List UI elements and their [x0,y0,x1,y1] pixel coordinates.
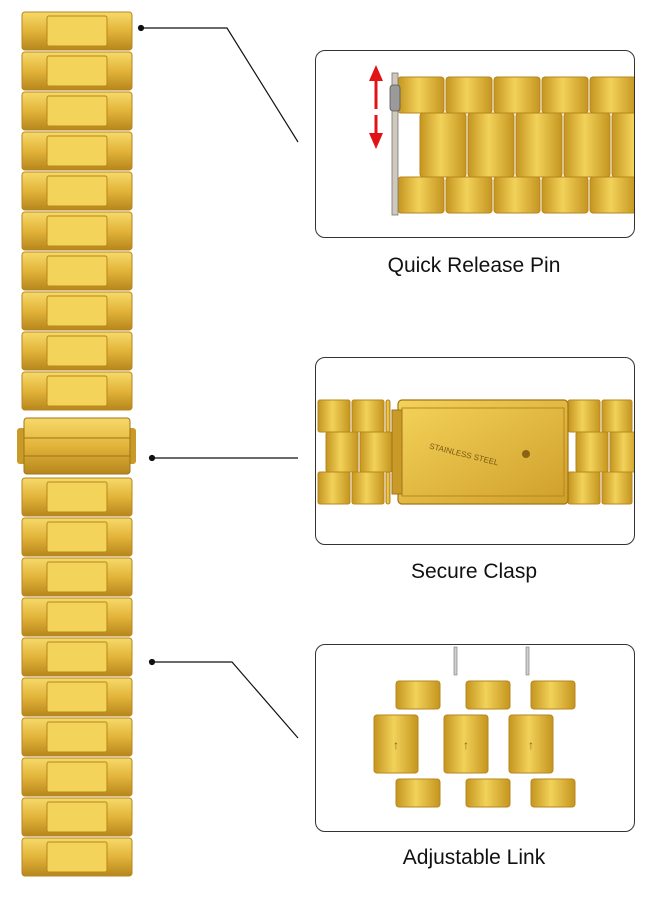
strap-center-link [46,641,108,673]
center-link [563,112,611,178]
strap-center-link [46,721,108,753]
clasp-side-link-top [567,399,601,433]
strap-center-link [46,95,108,127]
release-arrow-icon [369,65,383,149]
clasp-detail: STAINLESS STEEL [317,399,634,505]
strap-center-link [46,521,108,553]
strap-center-link [46,215,108,247]
caption-secure-clasp: Secure Clasp [410,560,538,583]
strap-center-link [46,135,108,167]
adjustable-link-panel: ↑ ↑ ↑ [315,644,635,832]
link-arrow-icon: ↑ [528,738,534,752]
clasp-side-link-top [351,399,385,433]
link-top-piece [530,680,576,710]
link-bottom-piece [530,778,576,808]
link-bottom-piece [465,778,511,808]
outer-link-bottom [493,176,541,214]
adjustable-link-detail: ↑ ↑ ↑ [373,646,576,808]
link-pin-icon [525,646,530,676]
strap-center-link [46,561,108,593]
outer-link-bottom [541,176,589,214]
clasp-side-link-center [325,431,359,473]
caption-quick-release-pin: Quick Release Pin [387,254,561,277]
center-link [467,112,515,178]
clasp-side-link-center [359,431,393,473]
outer-link-bottom [589,176,634,214]
strap-center-link [46,601,108,633]
outer-link-bottom [445,176,493,214]
outer-link-top [589,76,634,114]
clasp-side-link-bottom [351,471,385,505]
secure-clasp-panel: STAINLESS STEEL [315,357,635,545]
outer-link-top [445,76,493,114]
clasp-side-link-top [601,399,633,433]
quick-release-pin-detail [369,65,634,216]
pin-icon [389,72,401,216]
link-center-piece [443,714,489,774]
outer-link-top [397,76,445,114]
clasp-body: STAINLESS STEEL [391,399,569,505]
link-arrow-icon: ↑ [393,738,399,752]
link-bottom-piece [395,778,441,808]
strap-center-link [46,335,108,367]
strap-center-link [46,841,108,873]
strap-center-link [46,55,108,87]
strap-clasp [17,417,136,475]
clasp-side-link-bottom [385,471,391,505]
outer-link-bottom [397,176,445,214]
strap-center-link [46,481,108,513]
center-link [611,112,634,178]
strap-center-link [46,375,108,407]
link-pin-icon [453,646,458,676]
leader-line-pin [137,24,299,143]
clasp-side-link-bottom [567,471,601,505]
link-center-piece [373,714,419,774]
clasp-side-link-center [609,431,634,473]
strap-center-link [46,761,108,793]
link-center-piece [508,714,554,774]
strap-center-link [46,175,108,207]
caption-adjustable-link: Adjustable Link [402,846,546,869]
link-arrow-icon: ↑ [463,738,469,752]
center-link [515,112,563,178]
strap-center-link [46,15,108,47]
strap-center-link [46,681,108,713]
strap-center-link [46,255,108,287]
leader-line-link [148,658,299,739]
clasp-side-link-bottom [601,471,633,505]
strap-center-link [46,295,108,327]
clasp-side-link-bottom [317,471,351,505]
clasp-side-link-center [575,431,609,473]
link-top-piece [465,680,511,710]
outer-link-top [493,76,541,114]
leader-line-clasp [148,454,298,462]
quick-release-pin-panel [315,50,635,238]
link-top-piece [395,680,441,710]
strap-center-link [46,801,108,833]
clasp-side-link-top [317,399,351,433]
center-link [419,112,467,178]
clasp-side-link-top [385,399,391,433]
outer-link-top [541,76,589,114]
